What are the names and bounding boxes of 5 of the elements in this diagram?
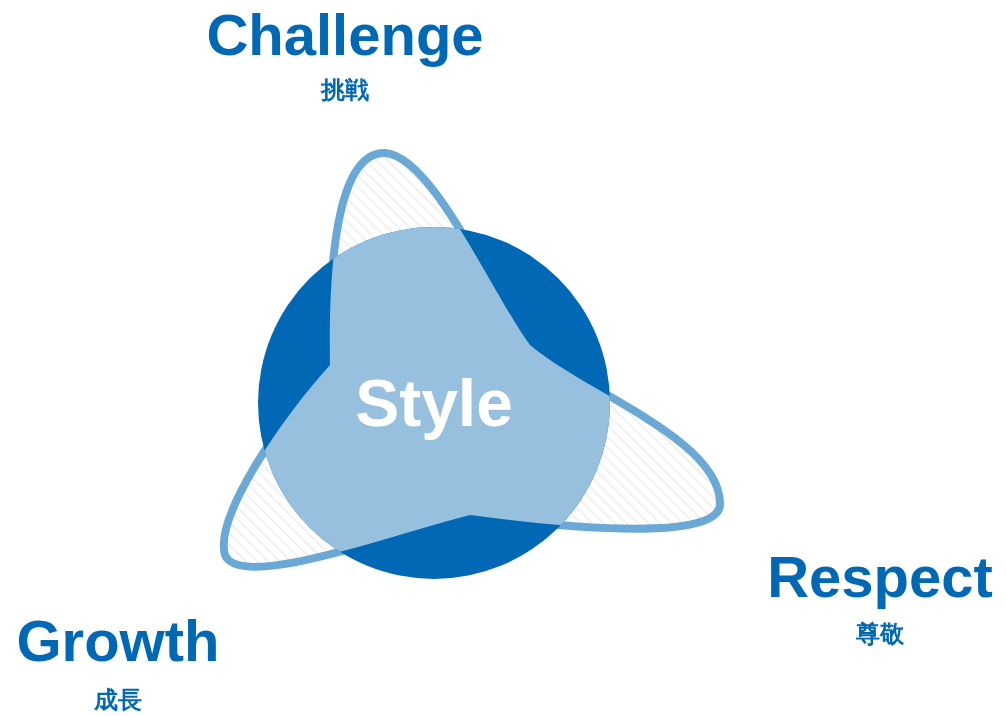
value-subheading: 尊敬 [856,622,904,646]
value-heading: Growth [16,612,220,670]
value-subheading: 成長 [94,688,142,712]
core-circle [258,227,610,579]
value-subheading: 挑戦 [321,78,369,102]
